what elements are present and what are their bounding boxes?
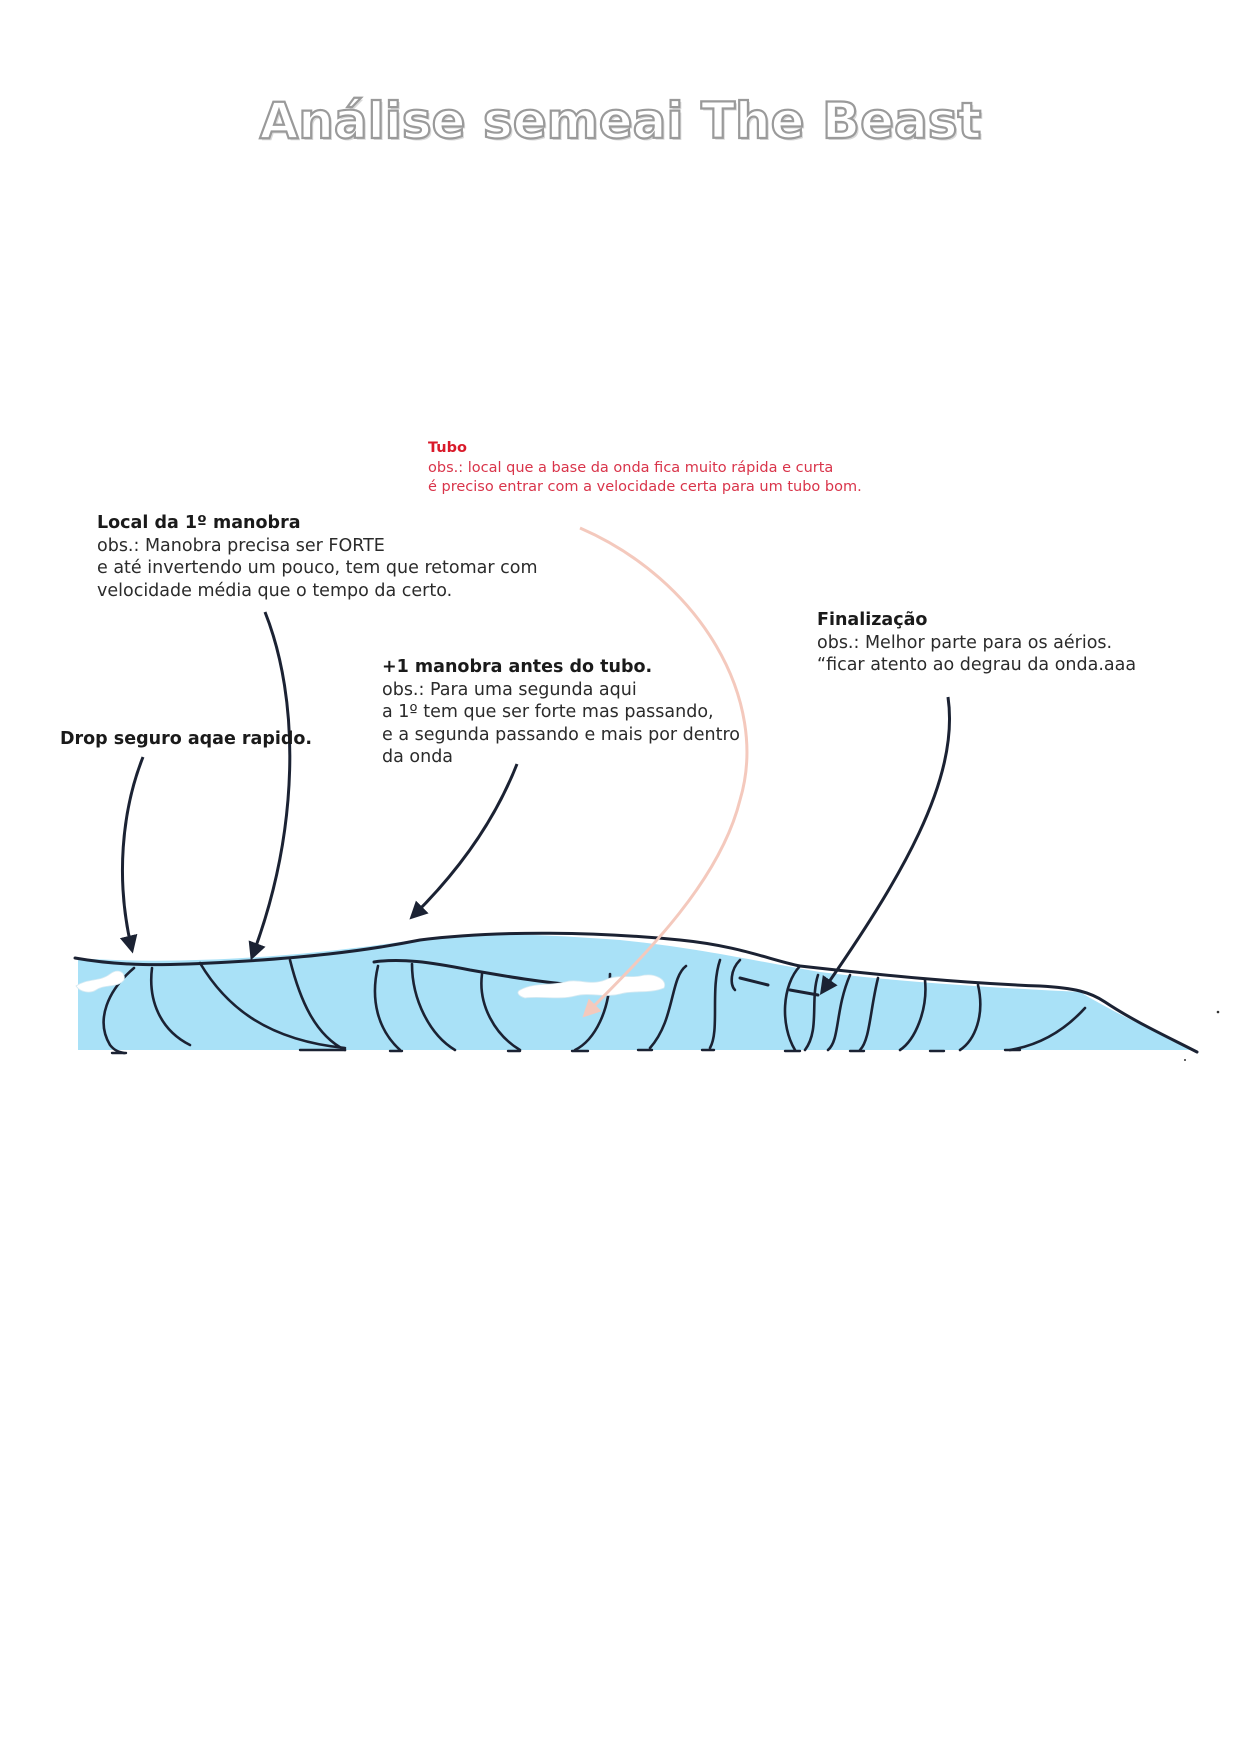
drop-annotation: Drop seguro aqae rapido. — [60, 728, 312, 750]
tube-ledge-line — [372, 958, 577, 987]
manobra-antes-tubo-line: e a segunda passando e mais por dentro — [382, 724, 741, 745]
finalizacao-annotation: Finalização obs.: Melhor parte para os a… — [817, 609, 1136, 677]
local-manobra-line: e até invertendo um pouco, tem que retom… — [97, 558, 538, 578]
arrow-extra-icon — [409, 763, 519, 920]
tubo-line: obs.: local que a base da onda fica muit… — [428, 459, 834, 476]
speck — [1216, 1010, 1220, 1014]
arrow-local-icon — [248, 611, 292, 961]
manobra-antes-tubo-heading: +1 manobra antes do tubo. — [382, 657, 653, 677]
local-manobra-line: obs.: Manobra precisa ser FORTE — [97, 535, 385, 556]
finalizacao-line: “ficar atento ao degrau da onda.aaa — [817, 655, 1137, 675]
tubo-heading: Tubo — [428, 440, 467, 456]
local-manobra-line: velocidade média que o tempo da certo. — [97, 580, 453, 601]
manobra-antes-tubo-annotation: +1 manobra antes do tubo. obs.: Para uma… — [382, 656, 740, 769]
wave-crest-line — [73, 931, 1199, 1054]
foam-tube — [517, 974, 666, 999]
arrow-final-icon — [819, 696, 951, 995]
finalizacao-heading: Finalização — [817, 610, 928, 630]
manobra-antes-tubo-line: obs.: Para uma segunda aqui — [382, 679, 637, 700]
tubo-annotation: Tubo obs.: local que a base da onda fica… — [428, 439, 862, 498]
local-manobra-heading: Local da 1º manobra — [97, 513, 301, 533]
foam-left — [75, 970, 125, 993]
step-line — [738, 976, 820, 997]
drop-heading: Drop seguro aqae rapido. — [60, 729, 313, 749]
finalizacao-line: obs.: Melhor parte para os aérios. — [817, 632, 1113, 653]
wave-base-ticks — [110, 1048, 1022, 1055]
page-title: Análise semeai The Beast — [258, 91, 982, 151]
arrow-tubo-icon — [579, 526, 749, 1018]
tubo-line: é preciso entrar com a velocidade certa … — [428, 479, 862, 495]
speck — [1184, 1059, 1186, 1061]
manobra-antes-tubo-line: a 1º tem que ser forte mas passando, — [382, 702, 714, 722]
wave-face-curls — [102, 958, 1087, 1055]
arrow-drop-icon — [119, 756, 145, 954]
manobra-antes-tubo-line: da onda — [382, 747, 454, 767]
foam-patches — [75, 970, 666, 999]
local-manobra-annotation: Local da 1º manobra obs.: Manobra precis… — [97, 512, 538, 602]
